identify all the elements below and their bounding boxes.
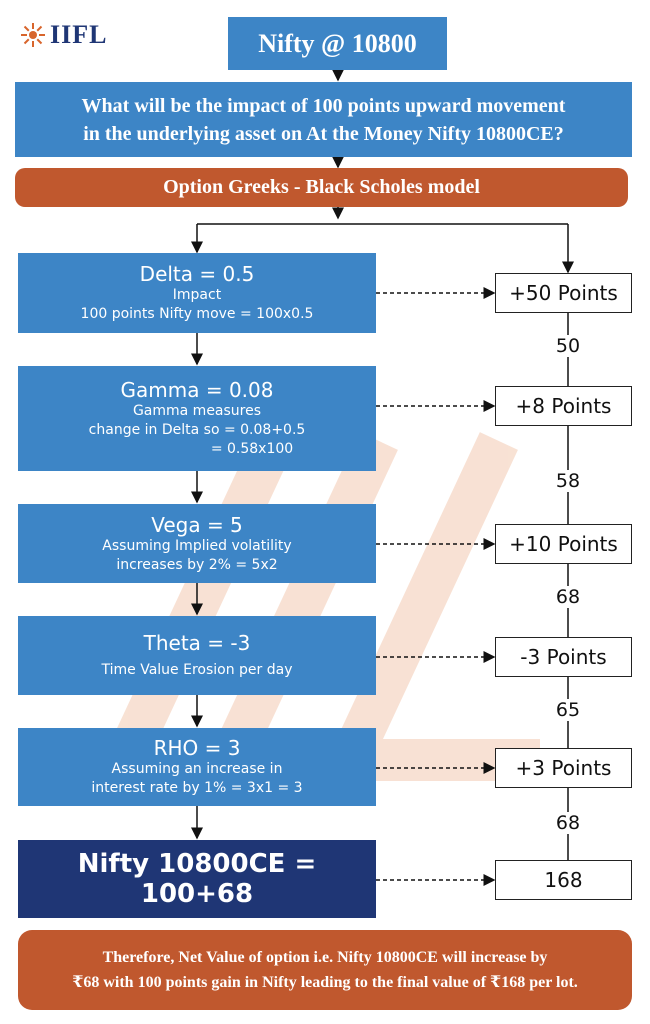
logo-text: IIFL bbox=[50, 20, 108, 49]
theta-title: Theta = -3 bbox=[143, 631, 251, 655]
running-total-5: 68 bbox=[548, 812, 588, 834]
question-box: What will be the impact of 100 points up… bbox=[15, 82, 632, 157]
vega-result: +10 Points bbox=[509, 532, 618, 556]
delta-title: Delta = 0.5 bbox=[139, 262, 255, 286]
running-total-1: 50 bbox=[548, 335, 588, 357]
delta-result: +50 Points bbox=[509, 281, 618, 305]
rho-line-2: interest rate by 1% = 3x1 = 3 bbox=[91, 780, 303, 796]
conclusion-line-2: ₹68 with 100 points gain in Nifty leadin… bbox=[72, 974, 578, 991]
rho-result-box: +3 Points bbox=[495, 748, 632, 788]
model-banner-text: Option Greeks - Black Scholes model bbox=[163, 176, 480, 198]
delta-line-1: Impact bbox=[172, 287, 222, 303]
page-title: Nifty @ 10800 bbox=[258, 28, 417, 58]
vega-line-2: increases by 2% = 5x2 bbox=[116, 556, 278, 573]
theta-result: -3 Points bbox=[520, 645, 607, 669]
question-line-2: in the underlying asset on At the Money … bbox=[83, 122, 564, 145]
final-box: Nifty 10800CE = 100+68 bbox=[18, 840, 376, 918]
theta-result-box: -3 Points bbox=[495, 637, 632, 677]
running-total-4: 65 bbox=[548, 699, 588, 721]
delta-line-2: 100 points Nifty move = 100x0.5 bbox=[80, 306, 314, 322]
iifl-logo: IIFL bbox=[20, 20, 107, 50]
rho-box: RHO = 3 Assuming an increase in interest… bbox=[18, 728, 376, 806]
conclusion-line-1: Therefore, Net Value of option i.e. Nift… bbox=[102, 949, 548, 966]
vega-title: Vega = 5 bbox=[151, 512, 243, 537]
gamma-line-1: Gamma measures bbox=[132, 403, 262, 419]
rho-title: RHO = 3 bbox=[153, 736, 241, 760]
theta-box: Theta = -3 Time Value Erosion per day bbox=[18, 616, 376, 695]
rho-result: +3 Points bbox=[515, 756, 612, 780]
final-label: Nifty 10800CE = 100+68 bbox=[77, 849, 317, 909]
gamma-line-3: = 0.58x100 bbox=[210, 441, 294, 457]
question-line-1: What will be the impact of 100 points up… bbox=[81, 94, 566, 117]
delta-result-box: +50 Points bbox=[495, 273, 632, 313]
rho-line-1: Assuming an increase in bbox=[111, 761, 283, 777]
theta-line-1: Time Value Erosion per day bbox=[101, 662, 293, 678]
model-banner: Option Greeks - Black Scholes model bbox=[15, 168, 628, 207]
final-result-box: 168 bbox=[495, 860, 632, 900]
conclusion-box: Therefore, Net Value of option i.e. Nift… bbox=[18, 930, 632, 1010]
gamma-box: Gamma = 0.08 Gamma measures change in De… bbox=[18, 366, 376, 471]
vega-box: Vega = 5 Assuming Implied volatility inc… bbox=[18, 504, 376, 583]
sunburst-logo-icon bbox=[21, 23, 45, 47]
final-result: 168 bbox=[544, 868, 583, 892]
vega-result-box: +10 Points bbox=[495, 524, 632, 564]
header-title-box: Nifty @ 10800 bbox=[228, 17, 447, 70]
delta-box: Delta = 0.5 Impact 100 points Nifty move… bbox=[18, 253, 376, 333]
running-total-2: 58 bbox=[548, 470, 588, 492]
gamma-title: Gamma = 0.08 bbox=[120, 378, 274, 402]
vega-line-1: Assuming Implied volatility bbox=[102, 537, 292, 554]
gamma-result: +8 Points bbox=[515, 394, 612, 418]
gamma-line-2: change in Delta so = 0.08+0.5 bbox=[88, 422, 306, 438]
gamma-result-box: +8 Points bbox=[495, 386, 632, 426]
running-total-3: 68 bbox=[548, 586, 588, 608]
